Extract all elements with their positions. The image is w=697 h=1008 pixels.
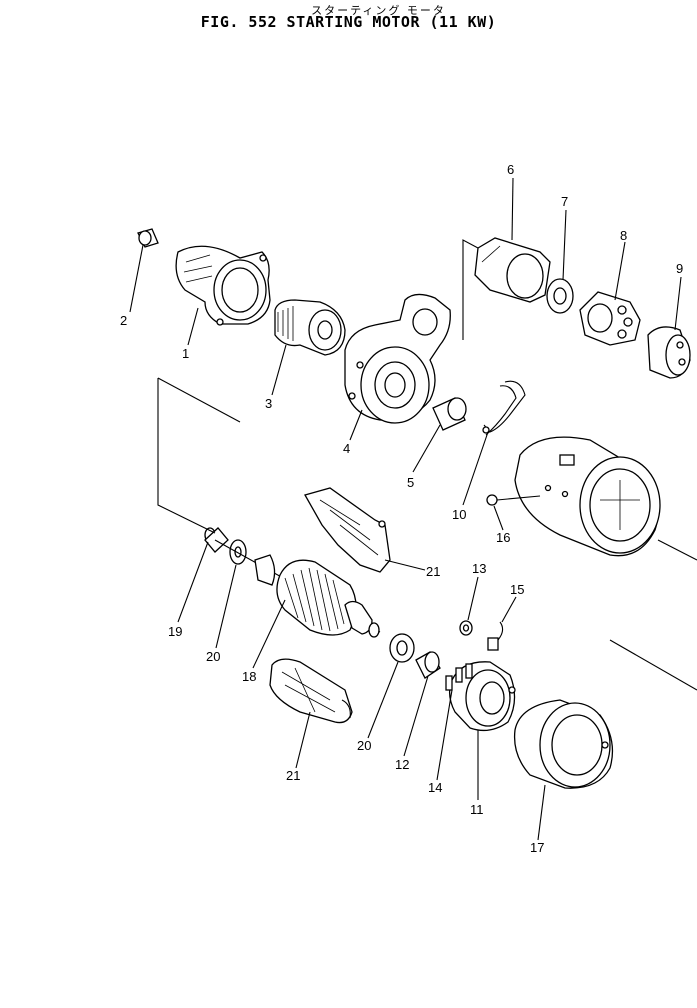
callout-16: 16 <box>496 530 510 545</box>
part-7-contact-plate <box>546 278 574 314</box>
part-1-drive-housing <box>175 245 271 326</box>
yoke-field-frame <box>514 436 661 557</box>
leader-lines <box>129 177 682 841</box>
callout-20-left: 20 <box>206 649 220 664</box>
callout-20-right: 20 <box>357 738 371 753</box>
part-12-bushing <box>415 651 441 679</box>
part-5-sleeve <box>432 397 467 431</box>
callout-17: 17 <box>530 840 544 855</box>
callout-numbers: 2 1 3 4 5 6 7 8 9 10 16 21 13 15 19 20 1… <box>120 162 683 855</box>
part-10-lead-wire <box>482 380 526 436</box>
callout-11: 11 <box>470 802 484 817</box>
part-8-switch-cover <box>579 291 641 346</box>
part-18-armature <box>214 539 381 638</box>
callout-5: 5 <box>407 475 414 490</box>
callout-8: 8 <box>620 228 627 243</box>
callout-6: 6 <box>507 162 514 177</box>
callout-1: 1 <box>182 346 189 361</box>
assembly-guide-lines <box>157 239 697 691</box>
callout-2: 2 <box>120 313 127 328</box>
callout-9: 9 <box>676 261 683 276</box>
callout-15: 15 <box>510 582 524 597</box>
part-15-brush <box>487 621 504 651</box>
part-19-shaft-end <box>204 527 229 553</box>
figure-title: FIG. 552 STARTING MOTOR (11 KW) <box>200 13 497 31</box>
part-21-brush-plate-upper <box>304 487 391 573</box>
part-16-screw <box>486 494 541 506</box>
part-2-bushing <box>137 228 159 248</box>
callout-13: 13 <box>472 561 486 576</box>
callout-4: 4 <box>343 441 350 456</box>
part-20-washer-right <box>389 633 415 663</box>
part-14-brush-holder <box>445 663 473 691</box>
part-9-end-cap <box>647 326 691 379</box>
callout-19: 19 <box>168 624 182 639</box>
callout-14: 14 <box>428 780 442 795</box>
callout-3: 3 <box>265 396 272 411</box>
callout-7: 7 <box>561 194 568 209</box>
callout-21-upper: 21 <box>426 564 440 579</box>
part-11-end-frame <box>448 661 516 732</box>
part-6-switch-housing <box>474 237 551 303</box>
part-17-rear-cover <box>513 699 614 789</box>
part-21-brush-plate-lower <box>269 658 353 724</box>
callout-21-lower: 21 <box>286 768 300 783</box>
callout-12: 12 <box>395 757 409 772</box>
part-20-washer-left <box>229 539 247 565</box>
callout-10: 10 <box>452 507 466 522</box>
part-13-nut <box>459 620 473 636</box>
callout-18: 18 <box>242 669 256 684</box>
figure-title-japanese: スターティング モータ <box>311 4 446 17</box>
part-3-pinion-clutch <box>274 299 346 356</box>
part-4-gear-housing <box>344 293 451 424</box>
